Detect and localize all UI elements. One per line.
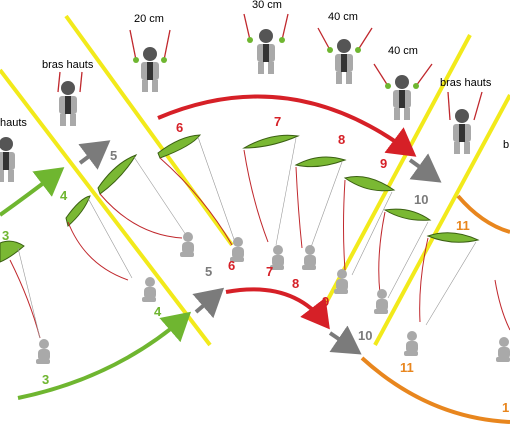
- kites: [0, 134, 510, 339]
- step-5-upper: 5: [110, 148, 117, 163]
- red-arrow-upper: [157, 94, 417, 157]
- step-5-lower: 5: [205, 264, 212, 279]
- pilot-seated-10: [374, 289, 388, 314]
- step-6-upper: 6: [176, 120, 183, 135]
- green-arrow-upper: [0, 167, 65, 217]
- kite-11: [419, 232, 480, 326]
- label-bras-hauts-1: bras hauts: [42, 59, 94, 71]
- divider-line-2: [64, 14, 234, 247]
- pilot-seated-8: [302, 245, 316, 270]
- grey-arrow-1: [78, 140, 111, 170]
- grey-arrow-3: [408, 153, 442, 183]
- step-9-lower: 9: [322, 294, 329, 309]
- label-bras-hauts-2: bras hauts: [440, 77, 492, 89]
- step-3-upper: 3: [2, 228, 9, 243]
- label-30cm: 30 cm: [252, 0, 282, 11]
- label-bras-hauts-partial-left: hauts: [0, 117, 27, 129]
- kite-3: [0, 240, 41, 339]
- kite-4: [65, 195, 133, 281]
- green-arrow-lower: [17, 311, 192, 400]
- label-20cm: 20 cm: [134, 13, 164, 25]
- label-40cm-b: 40 cm: [388, 45, 418, 57]
- step-7-upper: 7: [274, 114, 281, 129]
- pilot-seated-4: [142, 277, 156, 302]
- figure-40cm-b: [393, 75, 411, 120]
- kite-6: [157, 134, 237, 246]
- pilot-seated-5: [180, 232, 194, 257]
- grey-arrow-2: [192, 287, 225, 319]
- pilot-seated-3: [36, 339, 50, 364]
- divider-line-1: [0, 68, 212, 347]
- pilot-seated-12: [496, 337, 510, 362]
- kite-8: [294, 156, 347, 251]
- text-labels: hauts bras hauts 20 cm 30 cm 40 cm 40 cm…: [0, 0, 509, 151]
- kite-9: [343, 176, 396, 276]
- step-11-lower: 11: [400, 360, 414, 375]
- harness-figures: [0, 13, 483, 182]
- red-arrow-lower: [225, 287, 330, 330]
- orange-arc-upper: [456, 194, 510, 234]
- kite-10: [378, 208, 432, 299]
- figure-left-partial: [0, 137, 15, 182]
- step-9-upper: 9: [380, 156, 387, 171]
- kite-7: [242, 134, 300, 246]
- step-numbers: 3 4 5 6 7 8 9 10 11 3 4 5 6 7 8 9 10 11 …: [2, 114, 509, 415]
- label-bras-hauts-partial-right: b: [503, 139, 509, 151]
- step-6-lower: 6: [228, 258, 235, 273]
- figure-40cm-a: [335, 39, 353, 84]
- step-12-lower: 1: [502, 400, 509, 415]
- step-3-lower: 3: [42, 372, 49, 387]
- step-4-lower: 4: [154, 304, 162, 319]
- trajectory-arrows: [0, 94, 510, 424]
- figure-20cm: [141, 47, 159, 92]
- figure-30cm: [257, 29, 275, 74]
- step-11-upper: 11: [456, 218, 470, 233]
- step-7-lower: 7: [266, 264, 273, 279]
- step-8-lower: 8: [292, 276, 299, 291]
- figure-bras-hauts-2: [453, 109, 471, 154]
- divider-line-4: [373, 94, 510, 346]
- figure-bras-hauts-1: [59, 81, 77, 126]
- kite-5: [97, 154, 189, 239]
- phase-divider-lines: [0, 14, 510, 347]
- pilot-seated-11: [404, 331, 418, 356]
- seated-pilots: [36, 232, 510, 364]
- step-4-upper: 4: [60, 188, 68, 203]
- orange-arc-lower: [360, 356, 510, 424]
- step-8-upper: 8: [338, 132, 345, 147]
- label-40cm-a: 40 cm: [328, 11, 358, 23]
- step-10-lower: 10: [358, 328, 372, 343]
- step-10-upper: 10: [414, 192, 428, 207]
- grey-arrow-4: [328, 325, 362, 355]
- kite-12-partial: [494, 279, 510, 331]
